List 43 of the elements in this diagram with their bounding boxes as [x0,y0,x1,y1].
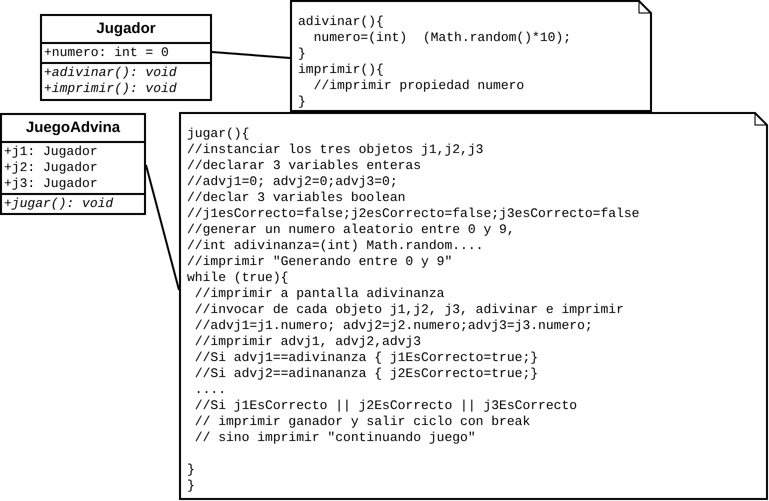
code-line: //advj1=0; advj2=0;advj3=0; [187,174,399,190]
method: +jugar(): void [4,196,114,212]
code-line: .... [194,382,228,398]
attribute: +numero: int = 0 [44,45,170,61]
class-name: Jugador [96,19,156,39]
code-line: //imprimir a pantalla adivinanza [194,286,446,302]
method: +adivinar(): void [44,65,178,81]
code-line: //invocar de cada objeto j1,j2, j3, adivinar e imprimir [194,302,625,318]
code-line: } [298,94,307,110]
code-line: imprimir(){ [298,62,385,78]
code-line: //int adivinanza=(int) Math.random.... [187,238,484,254]
code-line: //imprimir advj1, advj2,advj3 [194,334,422,350]
code-line: //advj1=j1.numero; advj2=j2.numero;advj3=j3.numero; [194,318,594,334]
code-line: numero=(int) (Math.random()*10); [312,30,572,46]
connector-line [212,51,290,59]
code-line: //Si advj1==adivinanza { j1EsCorrecto=true;} [194,350,540,366]
code-line: //declar 3 variables boolean [187,190,406,206]
connector-line [145,164,180,290]
code-line: //instanciar los tres objetos j1,j2,j3 [187,142,484,158]
code-line: //declarar 3 variables enteras [187,158,422,174]
code-line: // sino imprimir "continuando juego" [194,430,477,446]
code-line: //j1esCorrecto=false;j2esCorrecto=false;j3esCorrecto=false [187,206,640,222]
code-line: } [298,46,307,62]
code-line: jugar(){ [187,126,250,142]
note-box [290,0,652,112]
code-line: } [187,478,196,494]
code-line: //imprimir "Generando entre 0 y 9" [187,254,454,270]
code-line: //Si j1EsCorrecto || j2EsCorrecto || j3EsCorrecto [194,398,578,414]
attribute: +j1: Jugador [4,144,99,160]
code-line: //imprimir propiedad numero [312,78,526,94]
code-line: //generar un numero aleatorio entre 0 y 9, [187,222,516,238]
method: +imprimir(): void [44,81,178,97]
note-box [179,112,768,500]
attribute: +j3: Jugador [4,176,99,192]
attribute: +j2: Jugador [4,160,99,176]
class-box [0,113,146,215]
class-name: JuegoAdvina [26,118,120,138]
code-line: while (true){ [187,270,290,286]
code-line: } [187,462,196,478]
class-box [40,14,212,101]
code-line: adivinar(){ [298,14,385,30]
code-line: // imprimir ganador y salir ciclo con break [194,414,532,430]
code-line: //Si advj2==adinananza { j2EsCorrecto=true;} [194,366,540,382]
